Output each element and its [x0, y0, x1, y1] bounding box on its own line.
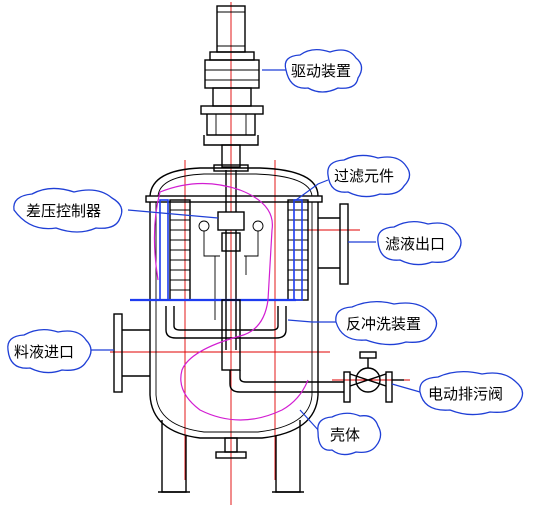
callout-filtrate-outlet: 滤液出口	[348, 220, 462, 266]
label-diff-pressure: 差压控制器	[26, 202, 101, 220]
label-shell: 壳体	[330, 426, 360, 444]
diff-pressure-controller	[198, 211, 264, 320]
callout-feed-inlet: 料液进口	[7, 328, 114, 374]
label-filtrate-outlet: 滤液出口	[385, 235, 445, 253]
drain-valve	[343, 351, 404, 403]
label-drive: 驱动装置	[291, 62, 351, 80]
callout-drive: 驱动装置	[262, 48, 363, 93]
callout-drain-valve: 电动排污阀	[391, 370, 524, 416]
callout-filter-element: 过滤元件	[295, 154, 411, 201]
label-feed-inlet: 料液进口	[14, 343, 74, 361]
filtrate-outlet-nozzle	[318, 203, 349, 285]
label-backwash: 反冲洗装置	[346, 315, 421, 333]
filter-elements	[159, 199, 309, 301]
callout-diff-pressure: 差压控制器	[13, 187, 219, 233]
center-lines	[110, 2, 410, 505]
label-filter-element: 过滤元件	[334, 167, 394, 185]
feed-inlet-nozzle	[113, 313, 150, 393]
backwash-piping	[130, 298, 344, 393]
flow-outline	[153, 182, 309, 421]
label-drain-valve: 电动排污阀	[428, 385, 503, 403]
central-shaft	[225, 170, 237, 350]
callout-backwash: 反冲洗装置	[287, 300, 438, 346]
vessel-shell	[145, 167, 323, 493]
callout-shell: 壳体	[299, 409, 382, 456]
drive-unit	[200, 5, 264, 172]
